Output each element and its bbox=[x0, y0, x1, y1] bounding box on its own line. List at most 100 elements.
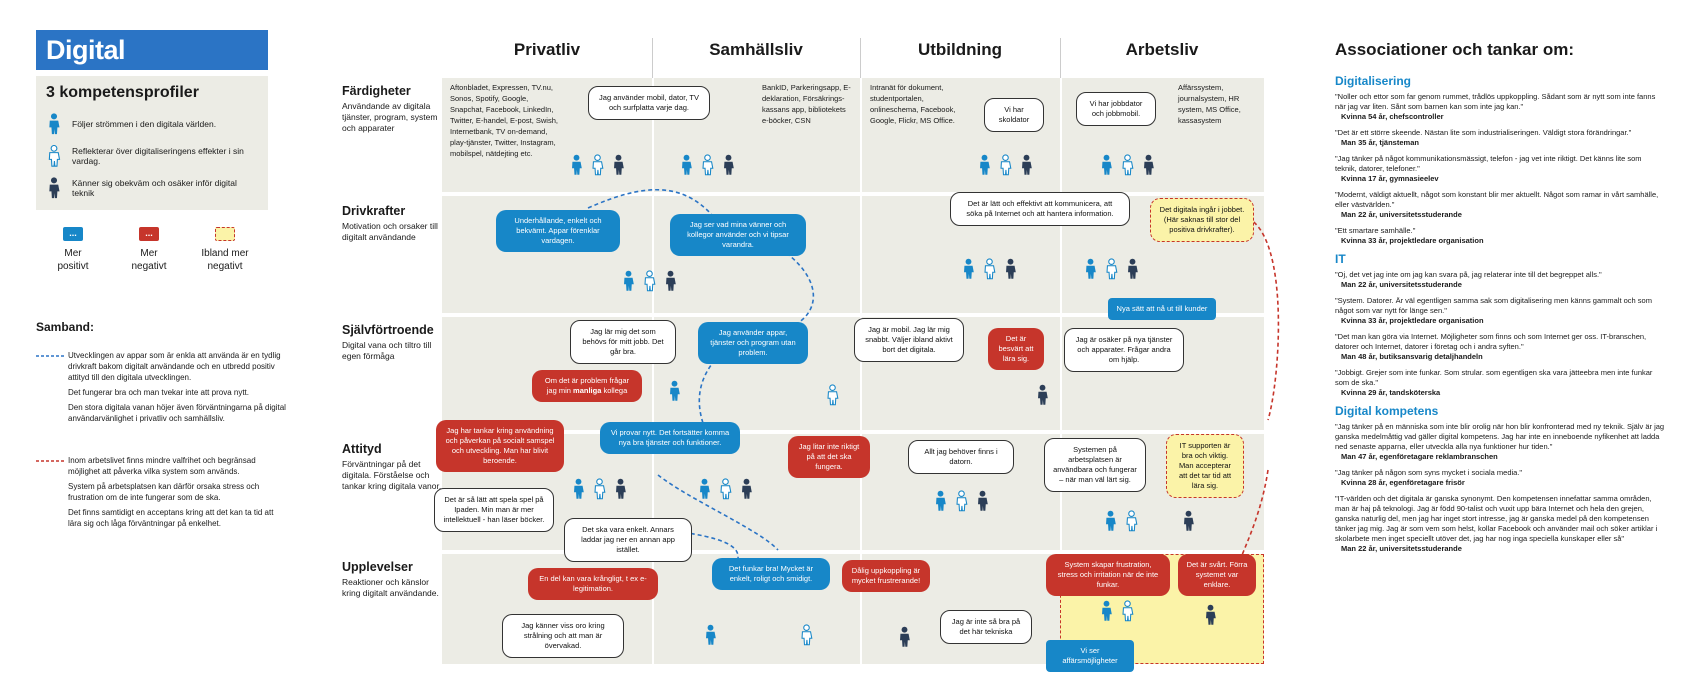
quote-author: Man 48 år, butiksansvarig detaljhandeln bbox=[1341, 352, 1483, 361]
column-header-privatliv: Privatliv bbox=[513, 40, 581, 59]
profile-row: Reflekterar över digitaliseringens effek… bbox=[46, 140, 258, 172]
person-outline-icon bbox=[826, 384, 839, 406]
row-title: Färdigheter bbox=[342, 84, 411, 98]
row-desc: Motivation och orsaker till digitalt anv… bbox=[342, 221, 438, 242]
person-group bbox=[572, 478, 627, 500]
person-dark-icon bbox=[976, 490, 989, 512]
quote-bubble: Jag är mobil. Jag lär mig snabbt. Väljer… bbox=[854, 318, 964, 362]
red-connection bbox=[1239, 469, 1269, 561]
person-outline-icon bbox=[983, 258, 996, 280]
person-blue-icon bbox=[622, 270, 635, 292]
samband-text: Det fungerar bra och man tvekar inte att… bbox=[68, 388, 249, 397]
section-heading: Digital kompetens bbox=[1335, 404, 1439, 418]
person-group bbox=[1104, 510, 1138, 532]
legend-label: Mer bbox=[64, 248, 82, 259]
person-group bbox=[622, 270, 677, 292]
quote: "Noller och ettor som far genom rummet, … bbox=[1335, 92, 1665, 122]
row-title: Drivkrafter bbox=[342, 204, 406, 218]
quote-author: Man 22 år, universitetsstuderande bbox=[1341, 210, 1462, 219]
arbetsliv-skills: Affärssystem, journalsystem, HR system, … bbox=[1178, 83, 1241, 125]
quote-text: "System. Datorer. Är väl egentligen samm… bbox=[1335, 296, 1652, 315]
section-heading: Digitalisering bbox=[1335, 74, 1412, 88]
row-title: Upplevelser bbox=[342, 560, 413, 574]
section-heading: IT bbox=[1335, 252, 1346, 266]
legend-item-negative: ... Mer negativt bbox=[119, 227, 179, 273]
profile-row: Följer strömmen i den digitala världen. bbox=[46, 108, 258, 140]
person-group bbox=[1100, 600, 1134, 622]
quote: "Det man kan göra via Internet. Möjlighe… bbox=[1335, 332, 1665, 362]
quote-bubble: Jag är inte så bra på det här tekniska bbox=[940, 610, 1032, 644]
divider bbox=[652, 38, 653, 78]
quote-bubble-negative: Jag har tankar kring användning och påve… bbox=[436, 420, 564, 472]
quote-bubble-sometimes-negative: Det digitala ingår i jobbet. (Här saknas… bbox=[1150, 198, 1254, 242]
legend-label: negativt bbox=[131, 261, 167, 272]
quote-author: Man 47 år, egenföretagare reklambransche… bbox=[1341, 452, 1498, 461]
divider bbox=[1060, 78, 1062, 664]
row-desc: Användande av digitala tjänster, program… bbox=[342, 101, 438, 133]
person-blue-icon bbox=[1084, 258, 1097, 280]
profile-text: Reflekterar över digitaliseringens effek… bbox=[72, 146, 244, 166]
quote-author: Kvinna 33 år, projektledare organisation bbox=[1341, 316, 1484, 325]
quote: "IT-världen och det digitala är ganska s… bbox=[1335, 494, 1665, 554]
utbildning-skills: Intranät för dokument, studentportalen, … bbox=[870, 83, 956, 125]
person-outline-icon bbox=[800, 624, 813, 646]
person-group bbox=[1084, 258, 1139, 280]
person-dark-icon bbox=[1004, 258, 1017, 280]
quote-bubble-negative: System skapar frustration, stress och ir… bbox=[1046, 554, 1170, 596]
row-title: Självförtroende bbox=[342, 323, 434, 337]
legend-label: Mer bbox=[140, 248, 158, 259]
quote-bubble-positive: Vi ser affärsmöjligheter bbox=[1046, 640, 1134, 672]
quote-bubble: Vi har jobbdator och jobbmobil. bbox=[1076, 92, 1156, 126]
quote-text: "Jag tänker på något kommunikationsmässi… bbox=[1335, 154, 1642, 173]
quote-text: "Modernt, väldigt aktuellt, något som ko… bbox=[1335, 190, 1659, 209]
legend-swatch-red: ... bbox=[139, 227, 159, 241]
quote-text: "Oj, det vet jag inte om jag kan svara p… bbox=[1335, 270, 1602, 279]
person-dark-icon bbox=[740, 478, 753, 500]
person-outline-icon bbox=[1105, 258, 1118, 280]
quote-bubble: Vi har skoldator bbox=[984, 98, 1044, 132]
divider bbox=[860, 78, 862, 664]
person-outline-icon bbox=[591, 154, 604, 176]
quote-bubble-sometimes-negative: IT supporten är bra och viktig. Man acce… bbox=[1166, 434, 1244, 498]
row-label-attityd: Attityd Förväntningar på det digitala. F… bbox=[342, 442, 442, 492]
profiles-panel: 3 kompetensprofiler Följer strömmen i de… bbox=[36, 76, 268, 210]
quote-bubble-positive: Underhållande, enkelt och bekvämt. Appar… bbox=[496, 210, 620, 252]
divider bbox=[652, 78, 654, 664]
divider bbox=[860, 38, 861, 78]
person-outline-icon bbox=[955, 490, 968, 512]
profile-text: Följer strömmen i den digitala världen. bbox=[72, 119, 217, 129]
quote-bubble: Allt jag behöver finns i datorn. bbox=[908, 440, 1014, 474]
quote-bubble: Systemen på arbetsplatsen är användbara … bbox=[1044, 438, 1146, 492]
quote-author: Man 35 år, tjänsteman bbox=[1341, 138, 1419, 147]
person-dark-icon bbox=[1036, 384, 1049, 406]
red-connection bbox=[1247, 217, 1280, 421]
person-dark-icon bbox=[1020, 154, 1033, 176]
samband-red: Inom arbetslivet finns mindre valfrihet … bbox=[68, 455, 288, 529]
person-blue-icon bbox=[1100, 600, 1113, 622]
person-dark-icon bbox=[664, 270, 677, 292]
person-outline-icon bbox=[1125, 510, 1138, 532]
person-dark-icon bbox=[722, 154, 735, 176]
person-group bbox=[1100, 154, 1155, 176]
person-group bbox=[978, 154, 1033, 176]
row-label-drivkrafter: Drivkrafter Motivation och orsaker till … bbox=[342, 204, 442, 243]
person-outline-icon bbox=[593, 478, 606, 500]
quote-bubble-positive: Nya sätt att nå ut till kunder bbox=[1108, 298, 1216, 320]
samband-text: System på arbetsplatsen kan därför orsak… bbox=[68, 482, 260, 502]
quote-text: "Noller och ettor som far genom rummet, … bbox=[1335, 92, 1656, 111]
samband-text: Utvecklingen av appar som är enkla att a… bbox=[68, 351, 281, 382]
quote-author: Kvinna 54 år, chefscontroller bbox=[1341, 112, 1444, 121]
person-outline-icon bbox=[701, 154, 714, 176]
samband-text: Det finns samtidigt en acceptans kring a… bbox=[68, 508, 274, 528]
legend-swatch-blue: ... bbox=[63, 227, 83, 241]
quote-bubble-negative: Om det är problem frågar jag min manliga… bbox=[532, 370, 642, 402]
legend-item-sometimes-negative: Ibland mer negativt bbox=[195, 227, 255, 273]
quote-bubble: Det är lätt och effektivt att kommunicer… bbox=[950, 192, 1130, 226]
quote-author: Kvinna 17 år, gymnasieelev bbox=[1341, 174, 1439, 183]
person-group bbox=[570, 154, 625, 176]
person-group bbox=[934, 490, 989, 512]
divider bbox=[1060, 38, 1061, 78]
person-blue-icon bbox=[934, 490, 947, 512]
quote-bubble-negative: Jag litar inte riktigt på att det ska fu… bbox=[788, 436, 870, 478]
quote-author: Kvinna 29 år, tandsköterska bbox=[1341, 388, 1441, 397]
